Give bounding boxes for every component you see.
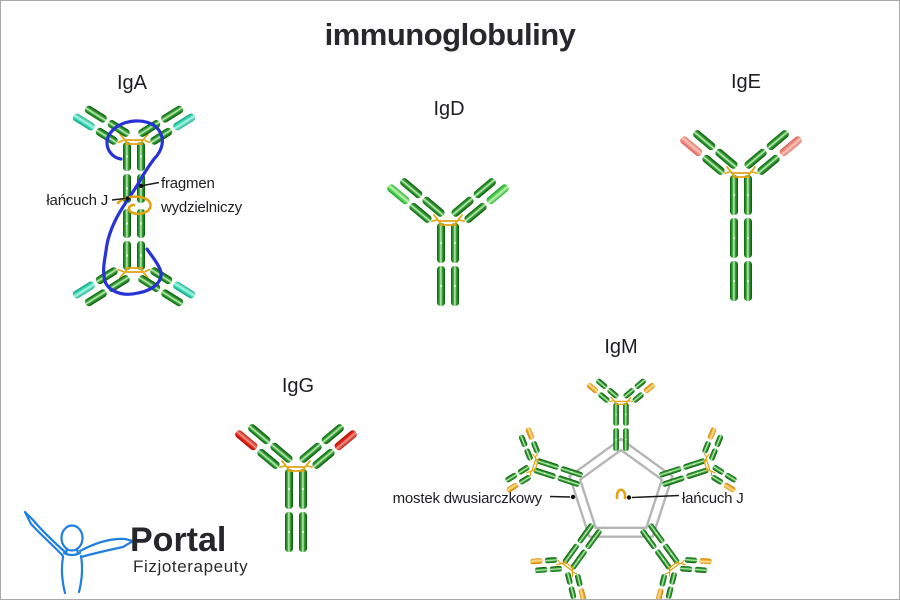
iga-diagram (72, 105, 196, 307)
igd-label: IgD (433, 98, 465, 120)
igm-j-chain-annotation: łańcuch J (682, 490, 744, 507)
logo-figure-icon (23, 510, 135, 595)
logo-subtitle: Fizjoterapeuty (133, 557, 249, 576)
page-title: immunoglobuliny (324, 17, 576, 52)
igg-diagram (235, 424, 357, 552)
ige-label: IgE (730, 71, 762, 93)
iga-secretory-line2: wydzielniczy (161, 199, 242, 216)
igm-label: IgM (604, 336, 638, 358)
iga-secretory-annotation: fragmen wydzielniczy (161, 172, 242, 220)
igm-diagram (505, 378, 737, 599)
logo-name: Portal (130, 521, 227, 559)
iga-secretory-line1: fragmen (161, 175, 215, 192)
igd-diagram (387, 178, 509, 306)
iga-j-chain-annotation: łańcuch J (46, 192, 108, 209)
igm-disulfide-annotation: mostek dwusiarczkowy (392, 490, 543, 507)
iga-label: IgA (116, 72, 148, 94)
igg-label: IgG (281, 375, 315, 397)
ige-diagram (680, 130, 802, 301)
